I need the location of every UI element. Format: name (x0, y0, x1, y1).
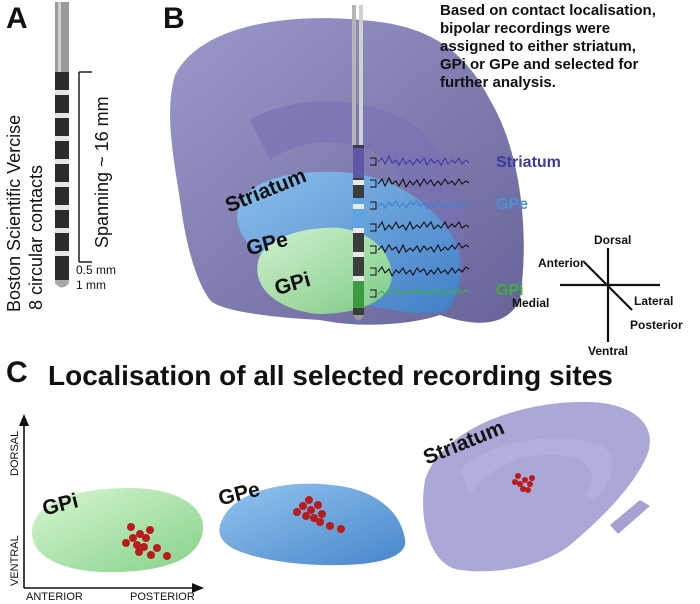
trace-label-gpe: GPe (496, 196, 529, 213)
compass-posterior: Posterior (630, 318, 683, 332)
axis-anterior-label: ANTERIOR (26, 591, 83, 603)
contact-size-label: 1 mm (76, 278, 106, 292)
trace-striatum (377, 154, 470, 167)
compass-anterior: Anterior (538, 256, 585, 270)
electrode-b (352, 5, 364, 321)
compass-lateral: Lateral (634, 294, 674, 308)
span-label: Spanning ~ 16 mm (92, 96, 112, 248)
trace-4 (377, 220, 470, 232)
note-line: assigned to either striatum, (440, 38, 636, 55)
electrode-tip (55, 280, 69, 288)
orientation-compass (560, 248, 660, 342)
striatum-recording-sites (512, 473, 535, 493)
gpe-shape-c (219, 483, 406, 566)
gpi-recording-sites (122, 523, 171, 560)
gap-size-label: 0.5 mm (76, 263, 117, 277)
axis-ventral-label: VENTRAL (9, 535, 21, 586)
note-line: bipolar recordings were (440, 20, 611, 37)
electrode-lead (55, 72, 69, 280)
panel-letter-c: C (6, 356, 28, 389)
electrode-contacts (55, 90, 69, 256)
gpi-shape-c (31, 488, 204, 573)
axis-posterior-label: POSTERIOR (130, 591, 195, 603)
trace-5 (377, 241, 470, 255)
axes-c (19, 414, 204, 593)
compass-medial: Medial (512, 296, 550, 310)
gpe-recording-sites (293, 496, 345, 533)
compass-dorsal: Dorsal (594, 233, 632, 247)
trace-label-gpi: GPi (496, 282, 524, 299)
trace-gpe (377, 199, 470, 211)
note-line: Based on contact localisation, (440, 2, 656, 19)
trace-2 (377, 176, 470, 189)
recording-traces (370, 154, 470, 298)
trace-6 (377, 265, 470, 278)
trace-label-striatum: Striatum (496, 154, 561, 171)
trace-gpi (377, 288, 470, 296)
electrode-shaft (55, 2, 69, 72)
panel-c-title: Localisation of all selected recording s… (48, 360, 613, 391)
dbs-electrode (55, 2, 92, 288)
compass-ventral: Ventral (588, 344, 629, 358)
axis-dorsal-label: DORSAL (9, 430, 21, 476)
device-label: Boston Scientific Vercise (4, 114, 24, 312)
panel-letter-a: A (6, 2, 28, 35)
contacts-label: 8 circular contacts (26, 164, 46, 310)
analysis-note: Based on contact localisation, bipolar r… (440, 2, 656, 92)
note-line: further analysis. (440, 74, 556, 91)
note-line: GPi or GPe and selected for (440, 56, 639, 73)
striatum-shape-c (423, 401, 650, 572)
panel-letter-b: B (163, 2, 185, 35)
